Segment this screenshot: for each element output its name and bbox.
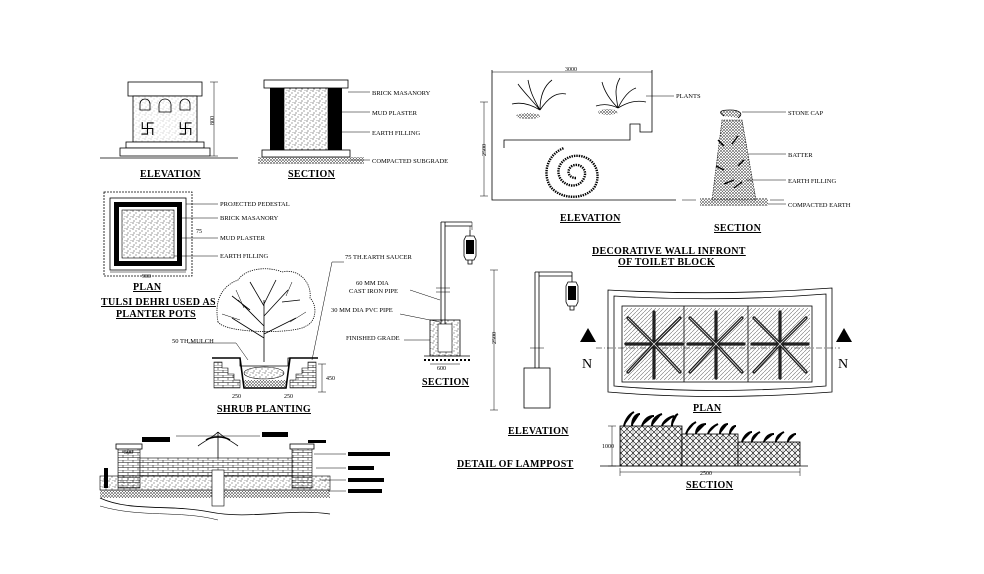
wall-elevation-title: ELEVATION — [560, 213, 621, 224]
north-label-right: N — [838, 357, 848, 372]
dim-wall-width: 3000 — [565, 67, 577, 73]
label-stone-cap: STONE CAP — [788, 110, 823, 117]
tulsi-plan: PROJECTED PEDESTAL BRICK MASANORY MUD PL… — [101, 191, 290, 320]
label-batter: BATTER — [788, 152, 813, 159]
label-mulch: 50 TH.MULCH — [172, 338, 214, 345]
label-finished-grade: FINISHED GRADE — [346, 335, 400, 342]
dim-lamp-height: 2500 — [492, 332, 498, 344]
north-arrow-right-icon — [836, 328, 852, 342]
tulsi-title-line1: TULSI DEHRI USED AS — [101, 297, 216, 308]
lamppost-section: 60 MM DIA CAST IRON PIPE 30 MM DIA PVC P… — [331, 221, 477, 388]
wall-title-line1: DECORATIVE WALL INFRONT — [592, 246, 746, 257]
planter-leaves — [624, 310, 810, 380]
label-plan-mud: MUD PLASTER — [220, 235, 266, 242]
label-plan-brick: BRICK MASANORY — [220, 215, 279, 222]
wall-section-title: SECTION — [714, 223, 762, 234]
dim-wall-height: 2500 — [482, 144, 488, 156]
tulsi-section: BRICK MASANORY MUD PLASTER EARTH FILLING… — [258, 79, 448, 180]
label-cast-iron-1: 60 MM DIA — [356, 280, 389, 287]
label-pvc-pipe: 30 MM DIA PVC PIPE — [331, 307, 393, 314]
label-earth-filling: EARTH FILLING — [372, 130, 420, 137]
dim-shrub-depth: 450 — [326, 376, 335, 382]
planter-plan: N N PLAN — [580, 287, 852, 414]
label-projected-pedestal: PROJECTED PEDESTAL — [220, 201, 290, 208]
planter-section-title: SECTION — [686, 480, 734, 491]
lamppost-elevation: 2500 ELEVATION DETAIL OF LAMPPOST — [457, 269, 579, 470]
label-earth-saucer: 75 TH.EARTH SAUCER — [345, 254, 413, 261]
dim-lamp-base: 600 — [437, 366, 446, 372]
tulsi-elevation: 卐 卐 800 ELEVATION — [100, 81, 238, 180]
lamppost-elevation-title: ELEVATION — [508, 426, 569, 437]
label-compacted-earth: COMPACTED EARTH — [788, 202, 851, 209]
shrub-planting: 50 TH.MULCH 75 TH.EARTH SAUCER 450 250 2… — [172, 254, 413, 415]
dim-planter-width: 2500 — [700, 471, 712, 477]
dim-planter-height: 1000 — [602, 444, 614, 450]
swastika-left-icon: 卐 — [140, 121, 155, 138]
swastika-right-icon: 卐 — [178, 121, 193, 138]
label-compacted-subgrade: COMPACTED SUBGRADE — [372, 158, 448, 165]
wall-title-line2: OF TOILET BLOCK — [618, 257, 715, 268]
label-wall-earth-filling: EARTH FILLING — [788, 178, 836, 185]
label-brick-masanory: BRICK MASANORY — [372, 90, 431, 97]
wall-elevation: 3000 2500 PLANTS ELEVATION DECORATIVE WA… — [480, 67, 746, 268]
dim-plan-width: 900 — [142, 274, 151, 280]
dim-fountain-side: 500 — [124, 450, 133, 456]
tulsi-plan-title: PLAN — [133, 282, 162, 293]
tulsi-title-line2: PLANTER POTS — [116, 309, 196, 320]
dim-shrub-left: 250 — [232, 394, 241, 400]
fountain-section: 500 — [99, 431, 390, 521]
north-arrow-left-icon — [580, 328, 596, 342]
label-plants: PLANTS — [676, 93, 701, 100]
lamppost-main-title: DETAIL OF LAMPPOST — [457, 459, 574, 470]
label-plan-earth: EARTH FILLING — [220, 253, 268, 260]
label-cast-iron-2: CAST IRON PIPE — [349, 288, 398, 295]
planter-section: 1000 2500 SECTION — [600, 411, 808, 491]
wall-section: STONE CAP BATTER EARTH FILLING COMPACTED… — [682, 109, 851, 234]
dim-plan-side: 75 — [196, 229, 202, 235]
tulsi-elevation-title: ELEVATION — [140, 169, 201, 180]
planter-plan-title: PLAN — [693, 403, 722, 414]
shrub-planting-title: SHRUB PLANTING — [217, 404, 311, 415]
dim-shrub-right: 250 — [284, 394, 293, 400]
dim-tulsi-height: 800 — [210, 116, 216, 125]
north-label-left: N — [582, 357, 592, 372]
tulsi-section-title: SECTION — [288, 169, 336, 180]
label-mud-plaster: MUD PLASTER — [372, 110, 418, 117]
lamppost-section-title: SECTION — [422, 377, 470, 388]
